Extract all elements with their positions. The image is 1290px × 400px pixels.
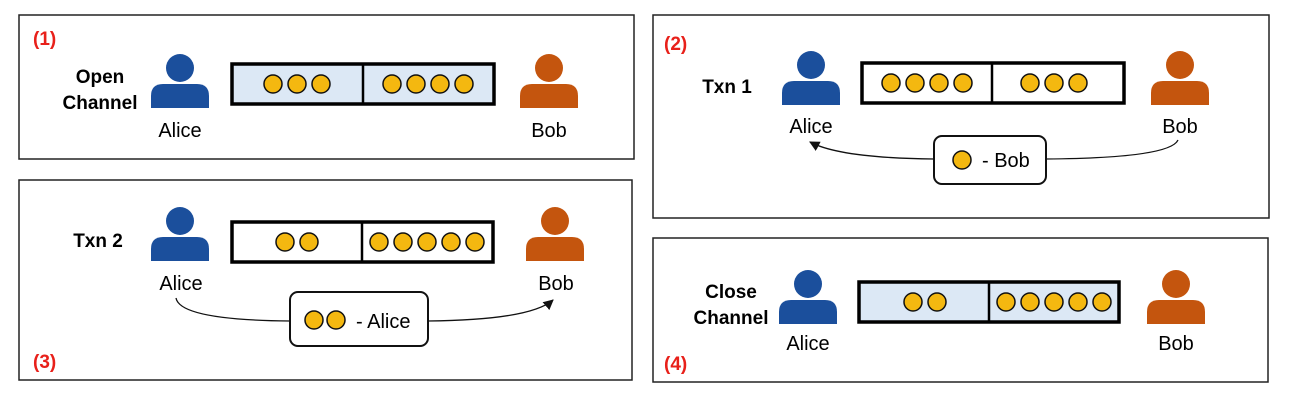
alice-label: Alice — [789, 116, 832, 138]
alice-coins — [903, 292, 947, 312]
coin-icon — [952, 150, 972, 170]
coin-icon — [299, 232, 319, 252]
channel-bar — [230, 62, 496, 106]
coin-icon — [903, 292, 923, 312]
coin-icon — [441, 232, 461, 252]
coin-icon — [430, 74, 450, 94]
panel-4: (4) Close Channel Alice Bob — [652, 237, 1269, 383]
coin-icon — [454, 74, 474, 94]
panel-2-title-line-1: Txn 1 — [702, 77, 752, 98]
coin-icon — [905, 73, 925, 93]
arrow-icon — [175, 298, 553, 322]
transfer-box: - Bob — [933, 135, 1047, 185]
bob-label: Bob — [538, 273, 574, 295]
transfer-box-frame — [289, 291, 429, 347]
coin-icon — [275, 232, 295, 252]
transfer-box: - Alice — [289, 291, 429, 347]
alice-coins — [263, 74, 331, 94]
coin-icon — [1044, 73, 1064, 93]
alice-coins — [881, 73, 973, 93]
panel-3-title-line-1: Txn 2 — [73, 231, 123, 252]
coin-icon — [304, 310, 324, 330]
coin-icon — [1068, 292, 1088, 312]
coin-icon — [406, 74, 426, 94]
channel-bar — [857, 280, 1121, 324]
coin-icon — [369, 232, 389, 252]
panel-3-step-number: (3) — [33, 352, 56, 373]
coin-icon — [393, 232, 413, 252]
alice-coins — [275, 232, 319, 252]
coin-icon — [382, 74, 402, 94]
channel-bar — [230, 220, 495, 264]
panel-1-step-number: (1) — [33, 29, 56, 50]
coin-icon — [287, 74, 307, 94]
coin-icon — [929, 73, 949, 93]
panel-4-title-line-2: Channel — [694, 308, 769, 329]
panel-4-title-line-1: Close — [705, 282, 757, 303]
panel-2: (2) Txn 1 Alice Bob — [652, 14, 1270, 219]
arrow-icon — [810, 140, 1179, 160]
bob-label: Bob — [1158, 333, 1194, 355]
coin-icon — [1044, 292, 1064, 312]
coin-icon — [1092, 292, 1112, 312]
bob-coins — [1020, 73, 1088, 93]
coin-icon — [417, 232, 437, 252]
coin-icon — [1020, 73, 1040, 93]
channel-bar — [860, 61, 1126, 105]
transfer-label: - Bob — [982, 150, 1030, 172]
panel-1: (1) Open Channel Alice Bob — [18, 14, 635, 160]
bob-coins — [382, 74, 474, 94]
panel-2-step-number: (2) — [664, 34, 687, 55]
alice-label: Alice — [159, 273, 202, 295]
alice-label: Alice — [158, 120, 201, 142]
coin-icon — [881, 73, 901, 93]
transfer-label: - Alice — [356, 311, 410, 333]
panel-4-step-number: (4) — [664, 354, 687, 375]
coin-icon — [953, 73, 973, 93]
panel-3: (3) Txn 2 Alice Bob — [18, 179, 633, 381]
bob-coins — [996, 292, 1112, 312]
coin-icon — [1068, 73, 1088, 93]
bob-label: Bob — [531, 120, 567, 142]
transfer-box-frame — [933, 135, 1047, 185]
coin-icon — [927, 292, 947, 312]
bob-coins — [369, 232, 485, 252]
panel-1-title-line-1: Open — [76, 67, 125, 88]
alice-label: Alice — [786, 333, 829, 355]
bob-label: Bob — [1162, 116, 1198, 138]
coin-icon — [326, 310, 346, 330]
coin-icon — [311, 74, 331, 94]
coin-icon — [465, 232, 485, 252]
coin-icon — [263, 74, 283, 94]
coin-icon — [1020, 292, 1040, 312]
coin-icon — [996, 292, 1016, 312]
panel-1-title-line-2: Channel — [63, 93, 138, 114]
